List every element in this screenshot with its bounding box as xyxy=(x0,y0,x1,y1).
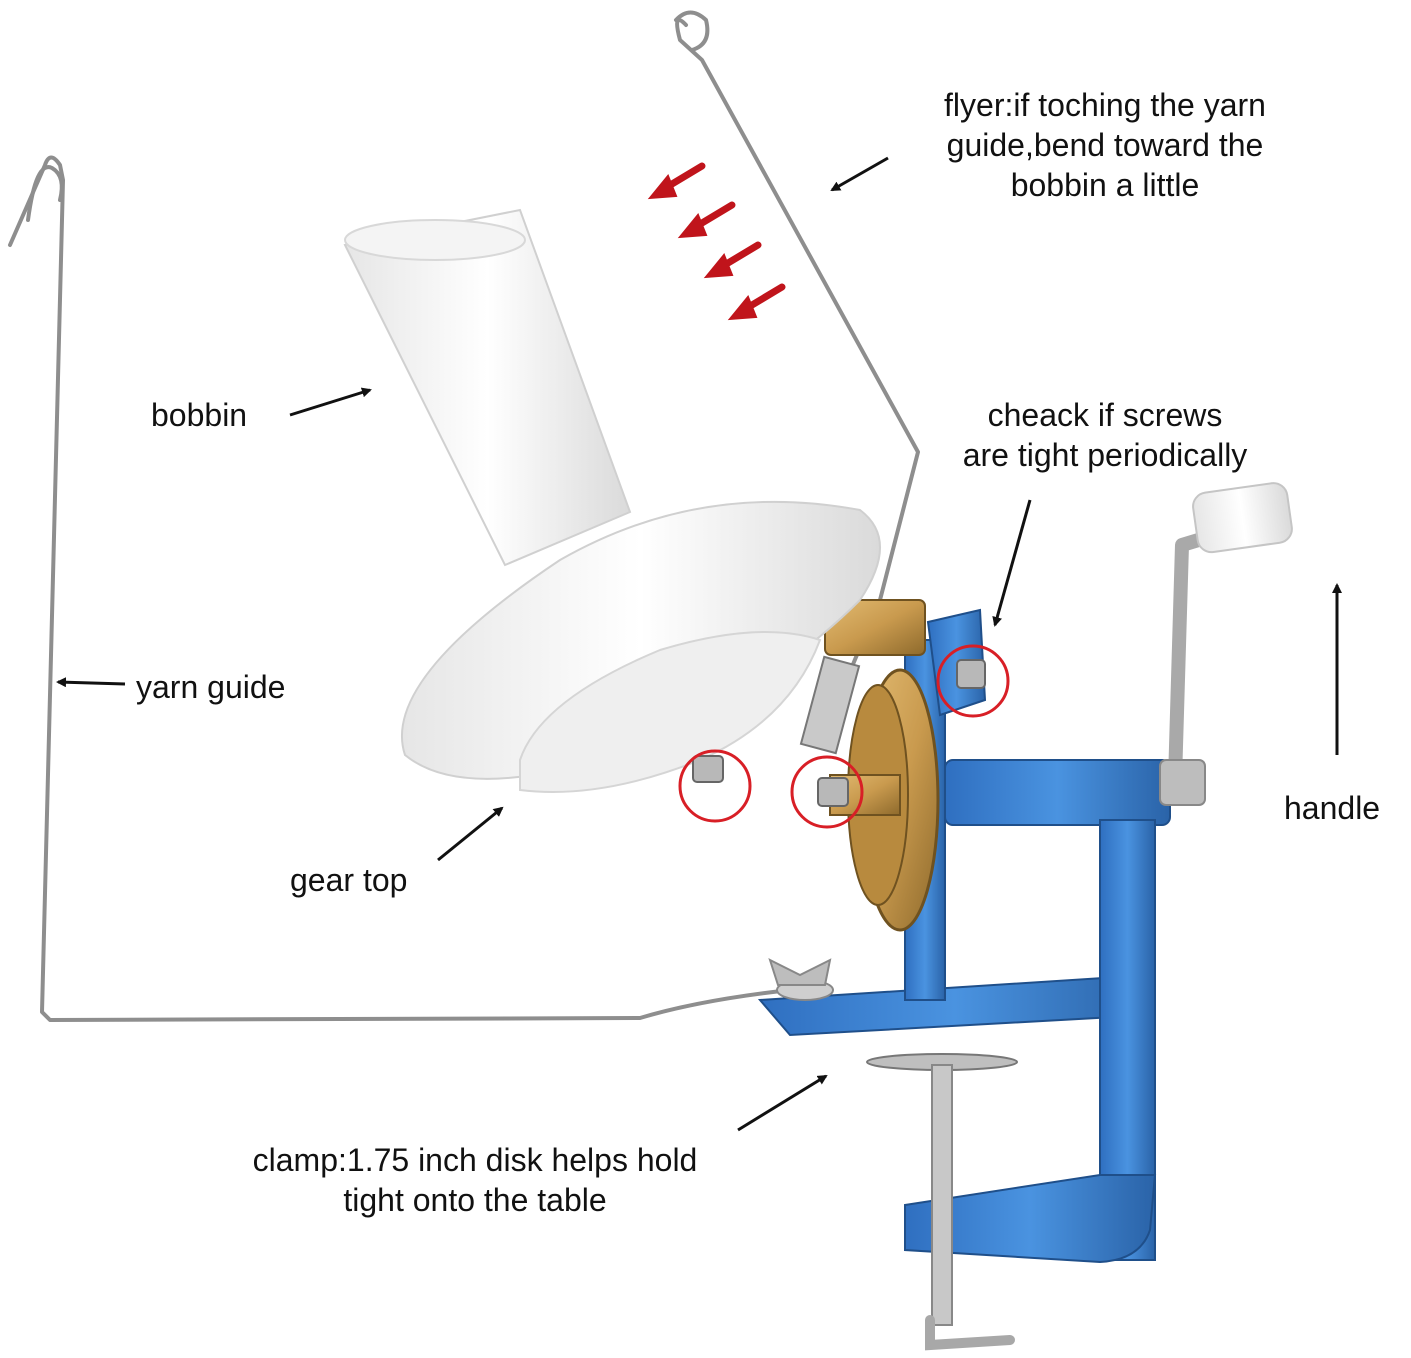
flyer-wire xyxy=(674,10,920,702)
label-screws: cheack if screws are tight periodically xyxy=(930,395,1280,475)
label-handle: handle xyxy=(1284,790,1381,826)
arrow-flyer xyxy=(830,156,889,192)
red-arrow-4 xyxy=(727,283,786,321)
red-arrow-2 xyxy=(677,201,736,239)
label-gear-top: gear top xyxy=(290,862,408,898)
gear xyxy=(799,599,940,932)
rotation-arrows xyxy=(647,162,786,321)
pointer-arrows xyxy=(56,156,1342,1132)
clamp-screw xyxy=(866,1053,1018,1351)
red-arrow-3 xyxy=(703,241,762,279)
arrow-screws xyxy=(992,499,1032,627)
label-flyer-line3: bobbin a little xyxy=(1010,167,1200,203)
arrow-bobbin xyxy=(289,387,372,417)
label-clamp-line2: tight onto the table xyxy=(343,1182,607,1218)
label-screws-line1: cheack if screws xyxy=(987,397,1223,433)
label-flyer: flyer:if toching the yarn guide,bend tow… xyxy=(900,85,1310,205)
crank-handle xyxy=(1159,482,1293,806)
label-clamp: clamp:1.75 inch disk helps hold tight on… xyxy=(205,1140,745,1220)
arrow-gear-top xyxy=(437,806,504,862)
bobbin xyxy=(343,208,881,793)
highlight-circle-middle xyxy=(790,755,864,829)
highlight-circle-left xyxy=(678,749,752,823)
yarn-guide-wire xyxy=(8,155,792,1022)
arrow-yarn-guide xyxy=(56,677,126,688)
label-screws-line2: are tight periodically xyxy=(962,437,1248,473)
clamp-frame xyxy=(757,639,1171,1264)
label-flyer-line2: guide,bend toward the xyxy=(946,127,1264,163)
label-bobbin: bobbin xyxy=(151,397,248,433)
label-yarn-guide: yarn guide xyxy=(136,669,286,705)
label-clamp-line1: clamp:1.75 inch disk helps hold xyxy=(252,1142,698,1178)
red-arrow-1 xyxy=(647,162,706,200)
label-flyer-line1: flyer:if toching the yarn xyxy=(944,87,1266,123)
wing-nut xyxy=(768,958,834,1001)
arrow-clamp xyxy=(737,1074,828,1132)
screw-highlight-circles xyxy=(678,644,1010,829)
highlight-circle-right xyxy=(936,644,1010,718)
bolts xyxy=(692,659,986,807)
